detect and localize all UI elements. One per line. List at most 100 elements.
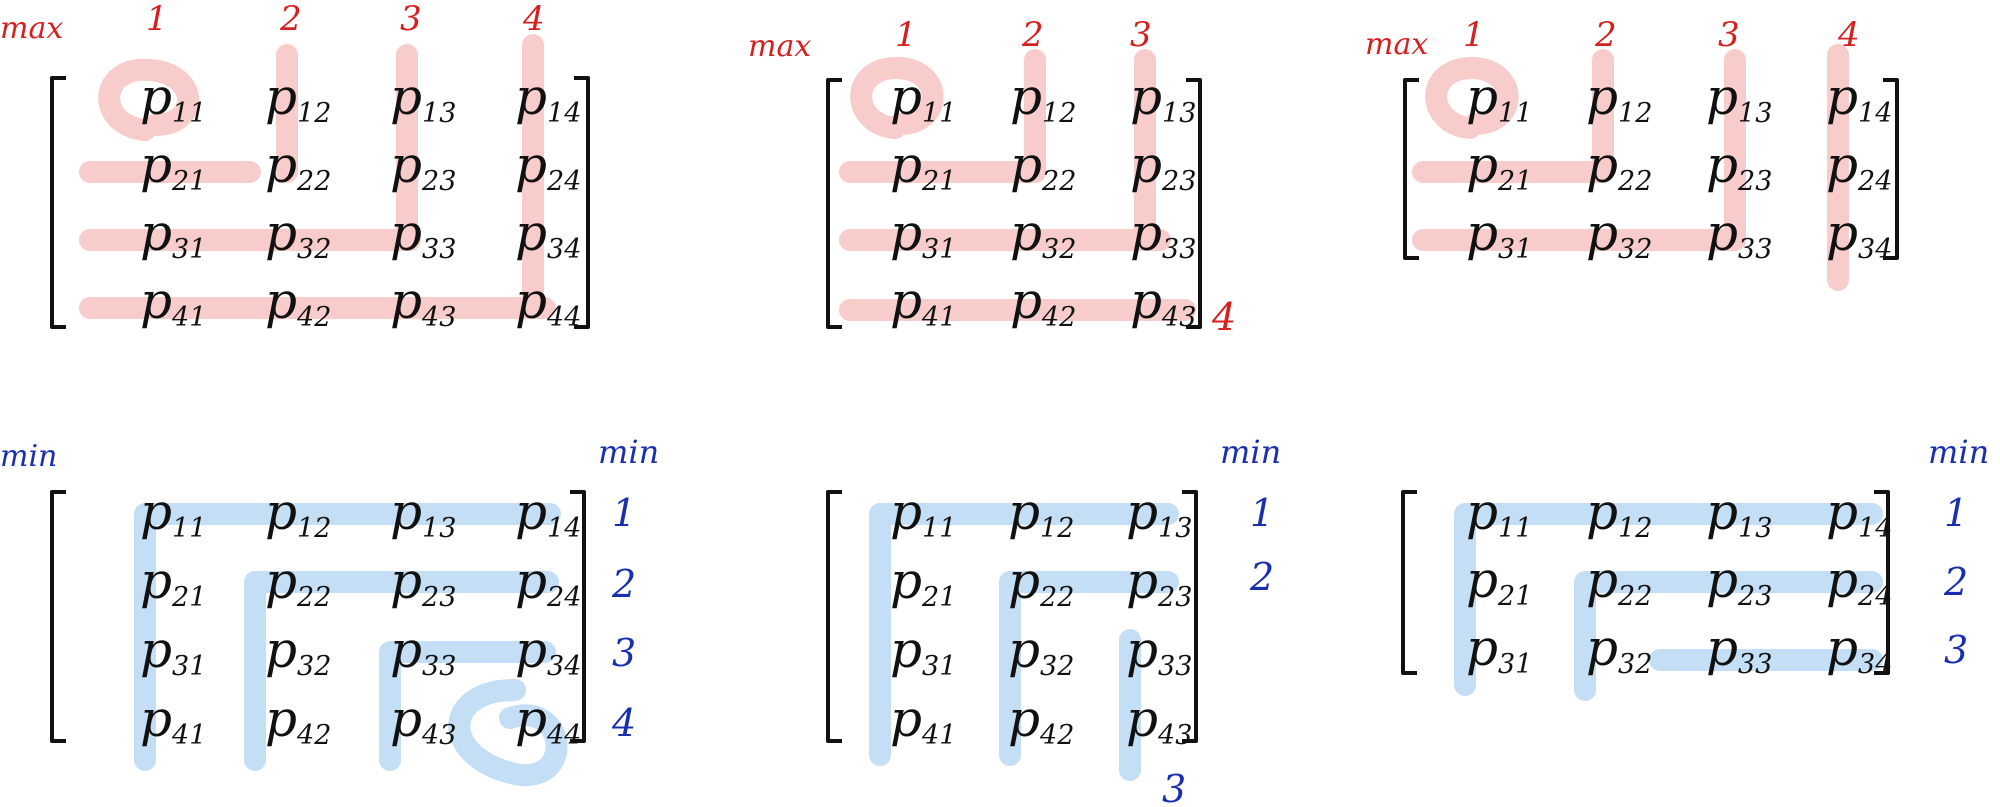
entry-subscript: 11 bbox=[172, 98, 206, 129]
corner-label: max bbox=[748, 29, 811, 64]
entry-symbol: p bbox=[890, 483, 922, 541]
entry-subscript: 41 bbox=[171, 720, 206, 751]
entry-subscript: 22 bbox=[1039, 582, 1074, 613]
entry-symbol: p bbox=[140, 136, 172, 194]
entry-subscript: 11 bbox=[1498, 98, 1532, 129]
entry-symbol: p bbox=[1586, 136, 1618, 194]
entry-subscript: 22 bbox=[296, 582, 331, 613]
matrix-entry: p41 bbox=[140, 272, 206, 333]
entry-subscript: 33 bbox=[422, 651, 456, 682]
entry-symbol: p bbox=[1126, 690, 1158, 748]
matrix-entry: p13 bbox=[1706, 68, 1772, 129]
right-bracket bbox=[1186, 78, 1202, 329]
entry-subscript: 33 bbox=[1738, 234, 1772, 265]
column-label: 1 bbox=[895, 15, 917, 55]
matrix-entry: p13 bbox=[1706, 483, 1772, 544]
entry-symbol: p bbox=[1826, 204, 1858, 262]
entry-subscript: 42 bbox=[296, 302, 331, 333]
entry-symbol: p bbox=[1466, 483, 1498, 541]
entry-subscript: 12 bbox=[1618, 513, 1652, 544]
matrix-entry: p13 bbox=[390, 68, 456, 129]
entry-symbol: p bbox=[890, 552, 922, 610]
matrix-entry: p32 bbox=[1010, 204, 1076, 265]
matrix-entry: p22 bbox=[1010, 136, 1076, 197]
entry-symbol: p bbox=[515, 272, 547, 330]
entry-subscript: 41 bbox=[171, 302, 206, 333]
matrix-entry: p21 bbox=[1466, 551, 1532, 612]
entry-subscript: 21 bbox=[921, 166, 956, 197]
entry-subscript: 34 bbox=[1858, 234, 1892, 265]
entry-symbol: p bbox=[1008, 483, 1040, 541]
matrix-entry: p12 bbox=[1008, 483, 1074, 544]
left-bracket bbox=[50, 490, 66, 743]
entry-symbol: p bbox=[1826, 483, 1858, 541]
entry-symbol: p bbox=[1130, 272, 1162, 330]
side-header-label: min bbox=[1220, 433, 1281, 471]
highlight-stroke-4 bbox=[134, 503, 568, 787]
entry-subscript: 44 bbox=[546, 302, 581, 333]
entry-symbol: p bbox=[390, 483, 422, 541]
right-bracket bbox=[570, 490, 586, 743]
matrix-entry: p43 bbox=[390, 690, 456, 751]
entry-symbol: p bbox=[140, 68, 172, 126]
entry-symbol: p bbox=[1466, 136, 1498, 194]
entry-subscript: 21 bbox=[1497, 166, 1532, 197]
entry-symbol: p bbox=[890, 621, 922, 679]
entry-subscript: 11 bbox=[922, 513, 956, 544]
matrix-entry: p41 bbox=[890, 690, 956, 751]
highlight-stroke-1 bbox=[79, 34, 556, 319]
column-label: 2 bbox=[1594, 15, 1617, 55]
column-label: 4 bbox=[1837, 15, 1860, 55]
entry-subscript: 21 bbox=[1497, 581, 1532, 612]
left-bracket bbox=[826, 78, 842, 329]
entry-subscript: 22 bbox=[1617, 166, 1652, 197]
matrix-entry: p13 bbox=[390, 483, 456, 544]
entry-symbol: p bbox=[1008, 690, 1040, 748]
entry-subscript: 11 bbox=[172, 513, 206, 544]
matrix-entry: p42 bbox=[265, 690, 331, 751]
entry-subscript: 42 bbox=[296, 720, 331, 751]
entry-subscript: 13 bbox=[1738, 513, 1772, 544]
matrix-entry: p21 bbox=[140, 552, 206, 613]
highlight-strokes-layer bbox=[79, 34, 1883, 787]
matrix-entry: p31 bbox=[1466, 204, 1532, 265]
entry-subscript: 21 bbox=[921, 582, 956, 613]
column-label: 3 bbox=[1130, 15, 1152, 55]
right-bracket bbox=[574, 76, 590, 329]
entry-symbol: p bbox=[390, 136, 422, 194]
matrix-entry: p23 bbox=[1706, 551, 1772, 612]
entry-symbol: p bbox=[265, 690, 297, 748]
entry-symbol: p bbox=[390, 68, 422, 126]
matrix-entry: p33 bbox=[1126, 621, 1192, 682]
entry-symbol: p bbox=[265, 204, 297, 262]
matrix-entry: p14 bbox=[1826, 68, 1892, 129]
row-label: 3 bbox=[1944, 628, 1968, 672]
entry-symbol: p bbox=[1130, 204, 1162, 262]
matrix-entry: p12 bbox=[265, 483, 331, 544]
matrix-entry: p34 bbox=[515, 204, 581, 265]
entry-symbol: p bbox=[1130, 136, 1162, 194]
matrix-entry: p33 bbox=[390, 621, 456, 682]
matrix-entry: p22 bbox=[1586, 136, 1652, 197]
entry-subscript: 32 bbox=[1040, 651, 1074, 682]
highlight-stroke-2 bbox=[839, 49, 1196, 321]
entry-subscript: 32 bbox=[297, 651, 331, 682]
entry-symbol: p bbox=[265, 483, 297, 541]
entry-symbol: p bbox=[1130, 68, 1162, 126]
entry-symbol: p bbox=[265, 621, 297, 679]
column-label: 1 bbox=[1463, 15, 1485, 55]
entry-symbol: p bbox=[515, 690, 547, 748]
highlight-stroke-3 bbox=[1412, 44, 1849, 291]
entry-symbol: p bbox=[1706, 551, 1738, 609]
entry-symbol: p bbox=[515, 552, 547, 610]
entry-subscript: 23 bbox=[1157, 582, 1192, 613]
entry-subscript: 34 bbox=[1858, 649, 1892, 680]
entry-symbol: p bbox=[390, 204, 422, 262]
entry-subscript: 32 bbox=[1042, 234, 1076, 265]
matrix-entry: p32 bbox=[1586, 204, 1652, 265]
entry-symbol: p bbox=[265, 68, 297, 126]
entry-symbol: p bbox=[140, 690, 172, 748]
